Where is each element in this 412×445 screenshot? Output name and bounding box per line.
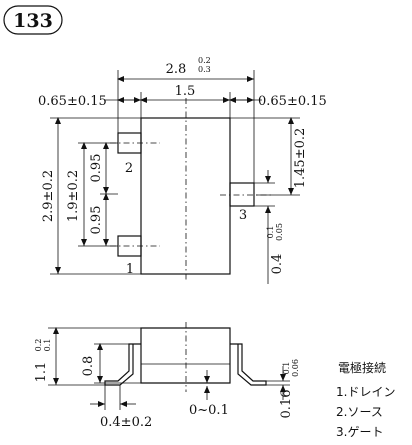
svg-text:0.1: 0.1: [266, 226, 275, 239]
svg-text:0.2: 0.2: [198, 56, 211, 65]
pin-label-3: 3: [239, 208, 247, 223]
svg-text:0.06: 0.06: [291, 359, 300, 377]
dim-side-height: 1.1: [34, 362, 49, 383]
dim-left-offset: 0.65±0.15: [38, 94, 107, 109]
legend-item-1: 1.ドレイン: [336, 385, 395, 399]
dim-right-upper: 1.45±0.2: [293, 128, 308, 189]
svg-text:0.1: 0.1: [43, 339, 52, 352]
svg-text:0.2: 0.2: [34, 339, 43, 352]
dim-total-height: 2.9±0.2: [41, 170, 56, 222]
dim-right-offset: 0.65±0.15: [258, 94, 327, 109]
dim-bottom-lead: 0.4±0.2: [100, 415, 152, 430]
badge-text: 133: [13, 10, 53, 32]
dim-pitch-lower: 0.95: [89, 206, 104, 235]
lead-3: [229, 182, 255, 207]
side-lead-left: [104, 343, 141, 386]
drawing-number-badge: 133: [3, 5, 63, 35]
dim-lead-width: 0.4: [270, 254, 285, 275]
top-view: 2.8 0.2 0.3 1.5 0.65±0.15 0.65±0.15 2.9±…: [38, 56, 327, 284]
side-body: [140, 327, 231, 384]
pin-label-2: 2: [125, 161, 133, 176]
side-view: 1.1 0.2 0.1 0.8 0.4±0.2 0~0.1 0.16 0.1 0…: [34, 322, 300, 430]
dim-side-body: 0.8: [81, 356, 96, 377]
svg-text:0.3: 0.3: [198, 65, 211, 74]
dim-standoff: 0~0.1: [189, 403, 229, 418]
side-lead-right: [230, 343, 267, 386]
legend-item-3: 3.ゲート: [336, 425, 383, 439]
dim-lead-thickness: 0.16: [279, 390, 294, 419]
package-body: [140, 117, 231, 275]
dim-top-width: 2.8: [166, 62, 187, 77]
svg-text:0.05: 0.05: [275, 223, 284, 241]
legend-title: 電極接続: [338, 360, 386, 375]
dim-body-width: 1.5: [175, 84, 196, 99]
dim-pin-span: 1.9±0.2: [66, 170, 81, 222]
electrode-legend: 電極接続 1.ドレイン 2.ソース 3.ゲート: [336, 360, 395, 439]
pin-label-1: 1: [126, 262, 134, 277]
dim-pitch-upper: 0.95: [89, 154, 104, 183]
svg-text:0.1: 0.1: [282, 362, 291, 375]
legend-item-2: 2.ソース: [336, 405, 383, 419]
